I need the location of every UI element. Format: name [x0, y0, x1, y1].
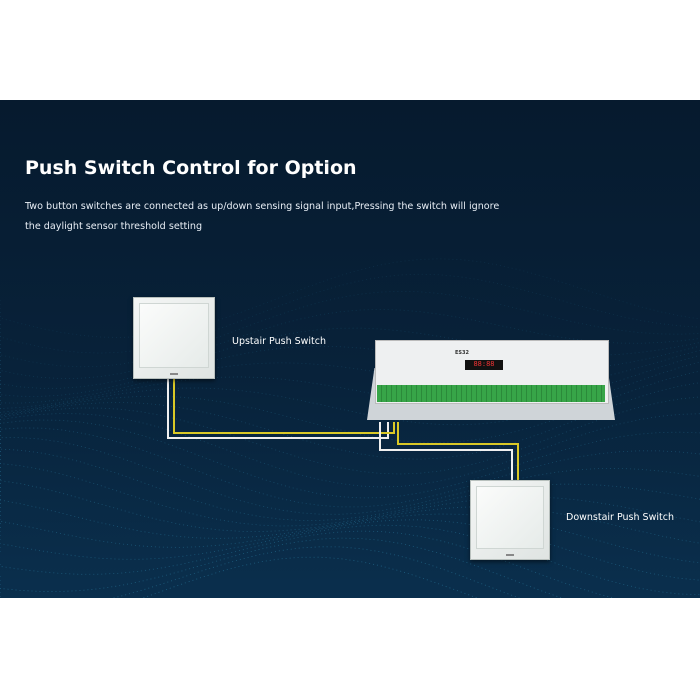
wire-white-down: [379, 422, 513, 480]
controller-display: 88:88: [465, 360, 503, 370]
wire-yellow-down: [397, 422, 519, 480]
upstair-label: Upstair Push Switch: [232, 336, 327, 347]
description-line-2: the daylight sensor threshold setting: [25, 221, 203, 232]
wire-yellow-up: [173, 378, 395, 434]
upstair-push-switch[interactable]: [133, 297, 215, 379]
controller-device: ES32 88:88: [367, 340, 615, 420]
wiring: [167, 378, 519, 480]
downstair-label: Downstair Push Switch: [566, 512, 674, 523]
controller-model: ES32: [455, 350, 469, 356]
page-title: Push Switch Control for Option: [25, 157, 357, 179]
terminal-blocks: [377, 385, 605, 402]
wire-white-up: [167, 378, 389, 439]
diagram-panel: Push Switch Control for Option Two butto…: [0, 100, 700, 598]
description-line-1: Two button switches are connected as up/…: [25, 201, 500, 212]
downstair-push-switch[interactable]: [470, 480, 550, 560]
